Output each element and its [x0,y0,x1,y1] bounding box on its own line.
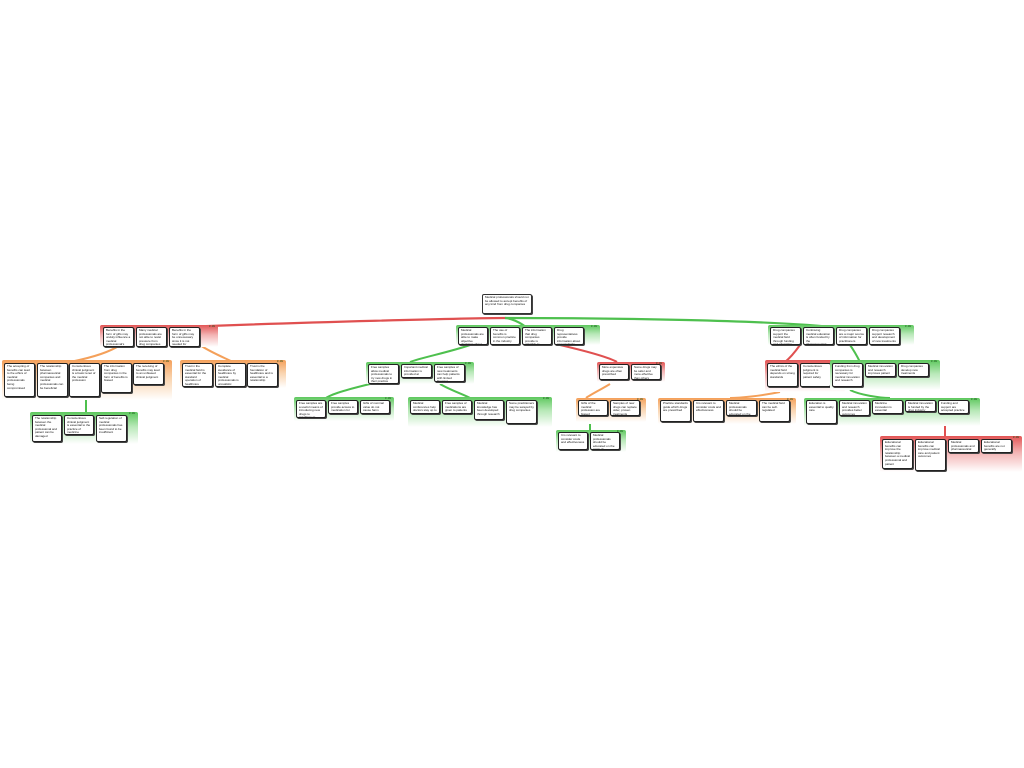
argument-node[interactable]: The medical field can be self-regulated [759,400,790,422]
argument-node[interactable]: The relationship between the medical pro… [32,415,62,442]
argument-node[interactable]: Medical innovation and research improves… [865,363,896,377]
group-score: 0.08 [636,398,643,401]
argument-node[interactable]: Funding and support are accepted practic… [938,400,969,414]
group-score: 0.08 [162,360,169,363]
argument-node[interactable]: Medical innovation and research provides… [839,400,870,416]
argument-node[interactable]: Free samples of medications are given to… [442,400,472,414]
argument-node[interactable]: Conscientious clinical judgment is essen… [64,415,94,435]
argument-node[interactable]: Medicine innovation is essential [872,400,903,414]
group-score: 0.08 [464,362,471,365]
argument-node[interactable]: Practice standards guide which drugs are… [660,400,691,422]
argument-node[interactable]: Free samples provide access to medicatio… [328,400,358,414]
argument-node[interactable]: Benefits in the form of gifts may unduly… [103,327,134,347]
argument-node[interactable]: The information that drug companies prov… [522,327,552,345]
group-score: 0.08 [1012,436,1019,439]
argument-node[interactable]: Free samples are a useful means of intro… [296,400,326,418]
argument-node[interactable]: Medical professionals should be educated… [590,432,620,450]
argument-node[interactable]: Conscientious judgment is required for p… [800,363,831,387]
group-score: 0.08 [128,412,135,415]
argument-node[interactable]: The use of benefits is common practice i… [490,327,520,345]
argument-node[interactable]: Medical professionals are able to make o… [458,327,488,345]
argument-node[interactable]: Many medical professionals are not able … [136,327,167,347]
group-score: 0.08 [970,398,977,401]
argument-node[interactable]: Some drugs may be safer and more effecti… [631,364,661,380]
argument-node[interactable]: Self-regulation of medical professionals… [96,415,127,442]
argument-node[interactable]: It is relevant to consider costs and eff… [693,400,724,422]
argument-node[interactable]: It is relevant to consider costs and eff… [558,432,588,450]
argument-node[interactable]: Medical knowledge has been developed thr… [474,400,504,420]
argument-node[interactable]: Important medical information is provide… [401,364,432,378]
argument-node[interactable]: Educational benefits are not generally a… [981,439,1012,453]
argument-node[interactable]: Medical professionals and pharmaceutical… [948,439,979,453]
group-score: 0.08 [786,398,793,401]
argument-node[interactable]: Drug companies support the medical field… [770,327,801,345]
argument-node[interactable]: Gifts of the medical profession are bias… [578,400,608,416]
argument-node[interactable]: Samples of new drugs can replace older, … [610,400,640,416]
argument-node[interactable]: Trust in the medical field is essential … [182,363,213,387]
argument-node[interactable]: Some practitioners may be swayed by drug… [506,400,537,424]
group-score: 0.08 [542,397,549,400]
argument-node[interactable]: Funding from drug companies is necessary… [832,363,863,387]
group-score: 0.08 [590,325,597,328]
root-claim[interactable]: Medical professionals should not be allo… [482,294,532,314]
argument-node[interactable]: Trust is the foundation of healthcare an… [247,363,278,387]
argument-node[interactable]: Benefits in the form of gifts may be unn… [169,327,200,347]
argument-node[interactable]: The relationship between pharmaceutical … [37,363,68,397]
argument-node[interactable]: Medical conferences help doctors stay up… [410,400,440,414]
argument-node[interactable]: Complete avoidance of healthcare by medi… [215,363,246,387]
argument-node[interactable]: Drug companies support research and deve… [869,327,900,345]
argument-node[interactable]: More expensive drugs are often prescribe… [599,364,629,380]
argument-node[interactable]: The information from drug companies in t… [101,363,132,393]
argument-node[interactable]: The accepting of benefits can lead to th… [4,363,35,397]
argument-node[interactable]: Educational benefits can improve the rel… [882,439,913,469]
group-score: 0.08 [276,360,283,363]
argument-node[interactable]: Free samples allow medical professionals… [368,364,399,384]
group-score: 0.08 [208,325,215,328]
argument-node[interactable]: The ethics of the medical field depends … [767,363,798,387]
argument-node[interactable]: Medical professionals should be educated… [726,400,757,416]
argument-node[interactable]: Drug representatives provide information… [554,327,584,345]
argument-node[interactable]: Gifts of nominal value do not cause harm [360,400,390,414]
group-score: 0.08 [616,430,623,433]
group-score: 0.08 [384,397,391,400]
argument-node[interactable]: Conscientious clinical judgment is a bas… [69,363,100,397]
argument-node[interactable]: The receiving of benefits may lead to an… [133,363,164,385]
argument-node[interactable]: Free samples of new treatments can help … [434,364,465,382]
group-score: 0.08 [930,360,937,363]
argument-node[interactable]: Drug companies develop new treatments [898,363,929,377]
argument-node[interactable]: Continuing medical education is often fu… [803,327,834,345]
group-score: 0.08 [904,325,911,328]
group-score: 0.08 [656,362,662,365]
argument-node[interactable]: Education is essential to quality care [806,400,837,424]
argument-node[interactable]: Drug companies are a major source of inf… [836,327,867,345]
argument-node[interactable]: Medical innovation is funded by the drug… [905,400,936,412]
argument-node[interactable]: Educational benefits can improve medical… [915,439,946,471]
